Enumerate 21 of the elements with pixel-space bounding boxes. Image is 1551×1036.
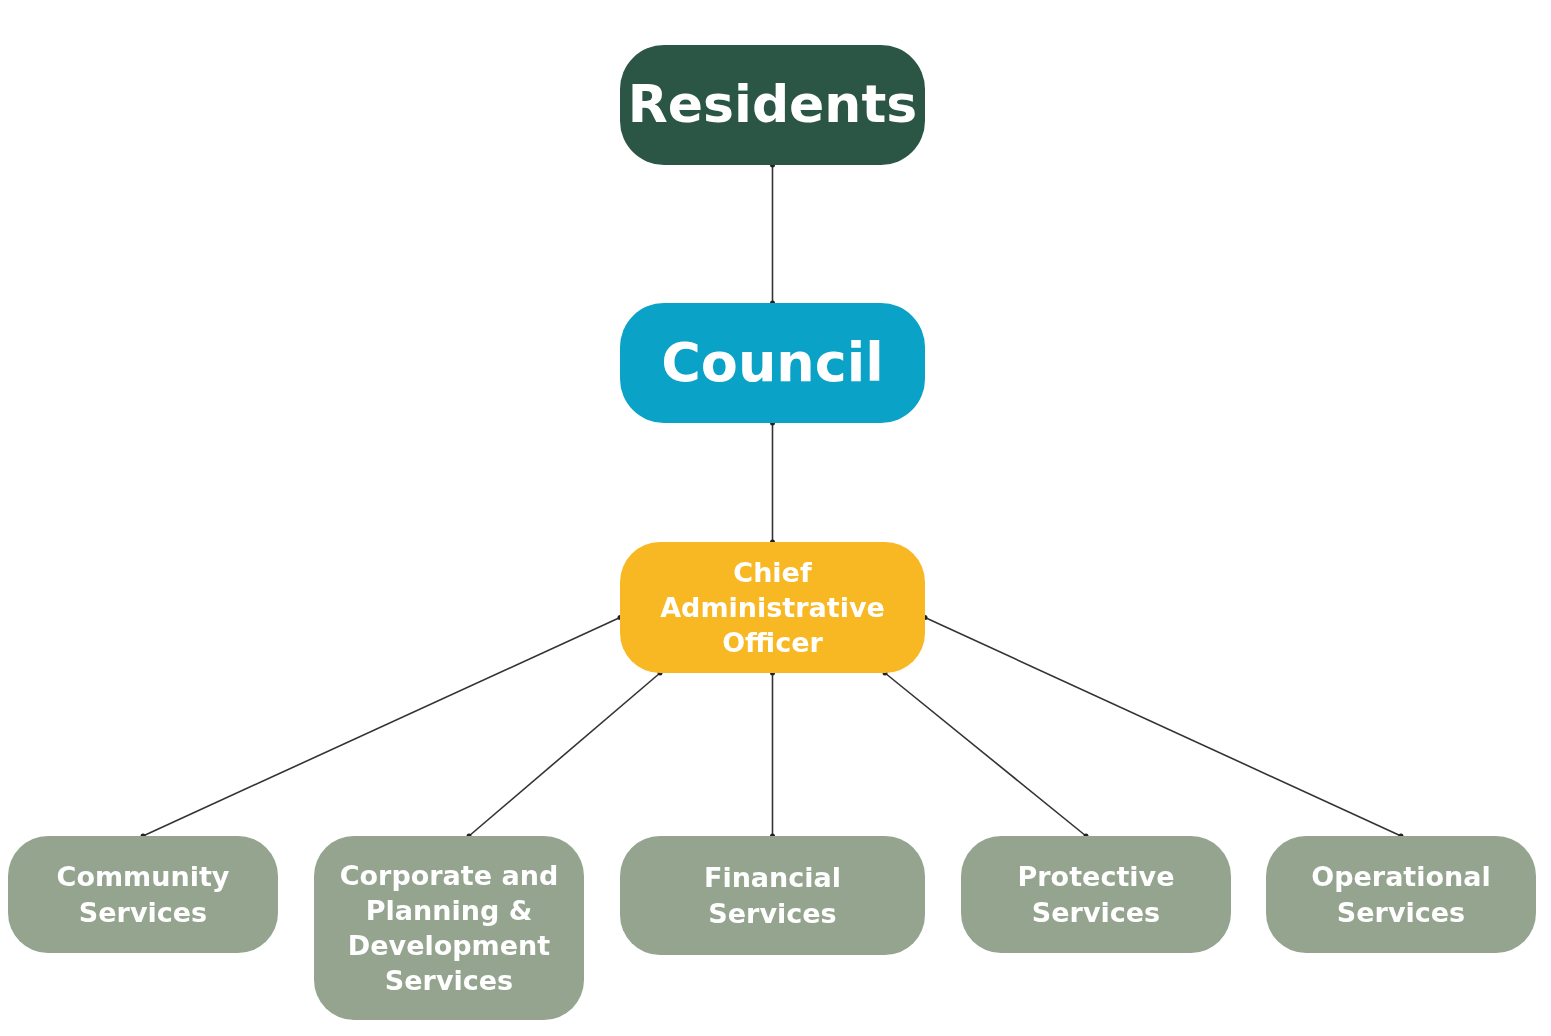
department-box	[961, 836, 1231, 953]
connector-line	[466, 670, 663, 839]
department-box	[620, 836, 925, 955]
node-label: Chief Administrative Officer	[659, 555, 886, 661]
connector-line	[882, 670, 1089, 839]
department-box	[8, 836, 278, 953]
officer-box	[620, 542, 925, 673]
node-label: Financial Services	[702, 861, 843, 931]
connector-line	[770, 670, 775, 839]
connector-line	[770, 420, 775, 545]
department-box	[314, 836, 584, 1020]
node-label: Corporate and Planning & Development Services	[338, 858, 560, 999]
council-box	[620, 303, 925, 423]
residents-box	[620, 45, 925, 165]
node-label: Community Services	[55, 860, 231, 930]
node-label: Council	[661, 329, 884, 396]
node-label: Operational Services	[1310, 860, 1492, 930]
connector-line	[770, 162, 775, 306]
node-label: Protective Services	[1016, 860, 1176, 930]
node-label: Residents	[627, 73, 918, 137]
department-box	[1266, 836, 1536, 953]
